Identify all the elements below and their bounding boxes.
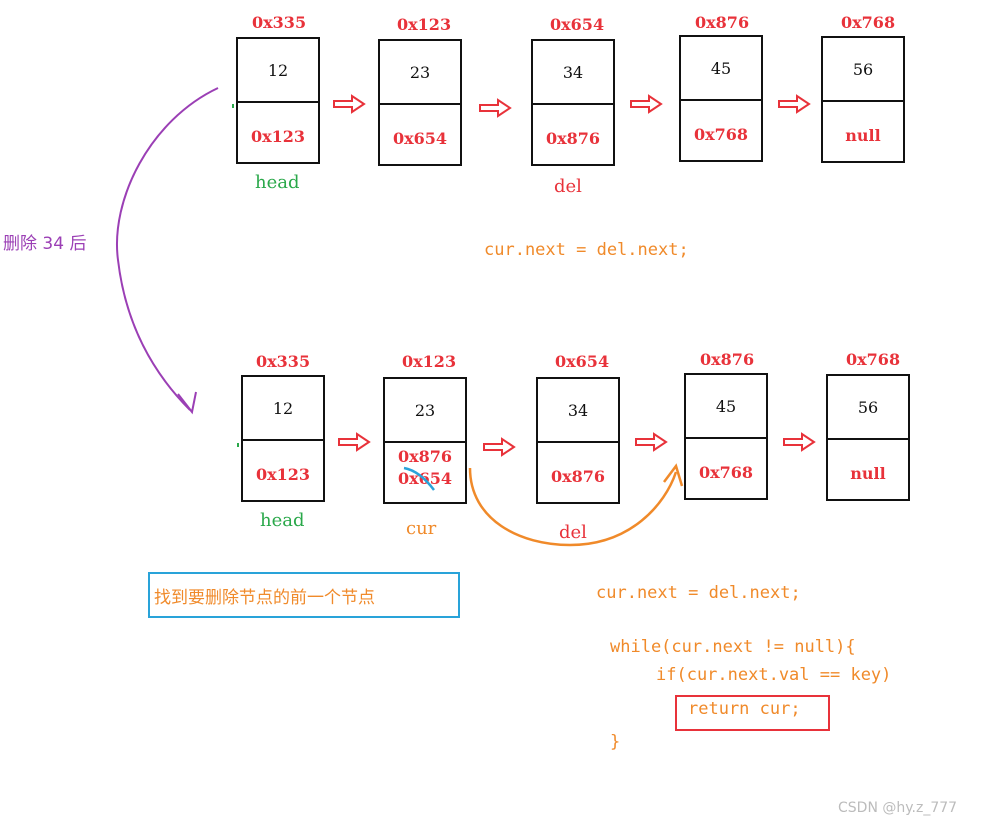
node-next-new: 0x876 — [397, 447, 453, 466]
return-highlight-box — [675, 695, 830, 731]
hollow-arrow-icon — [630, 95, 662, 113]
node-next: 0x876 — [545, 129, 601, 148]
node-next: 0x123 — [250, 127, 306, 146]
hollow-arrow-icon — [479, 99, 511, 117]
list-node: 45 0x768 — [679, 35, 763, 162]
node-value: 56 — [857, 398, 879, 417]
orange-arrowhead-icon — [663, 463, 684, 487]
node-address: 0x123 — [397, 15, 452, 34]
node-value: 45 — [715, 397, 737, 416]
node-address: 0x654 — [550, 15, 605, 34]
head-label: head — [260, 510, 305, 531]
code-statement: cur.next = del.next; — [484, 240, 689, 260]
node-address: 0x335 — [252, 13, 307, 32]
note-box: 找到要删除节点的前一个节点 — [148, 572, 460, 618]
orange-curve-arrow — [468, 467, 678, 547]
node-value: 12 — [267, 61, 289, 80]
node-value: 34 — [567, 401, 589, 420]
note-text: 找到要删除节点的前一个节点 — [154, 587, 375, 608]
hollow-arrow-icon — [338, 433, 370, 451]
list-node: 56 null — [821, 36, 905, 163]
node-next: 0x654 — [392, 129, 448, 148]
node-value: 12 — [272, 399, 294, 418]
node-address: 0x335 — [256, 352, 311, 371]
node-value: 23 — [409, 63, 431, 82]
node-address: 0x876 — [695, 13, 750, 32]
list-node: 45 0x768 — [684, 373, 768, 500]
list-node: 34 0x876 — [536, 377, 620, 504]
node-next: 0x768 — [698, 463, 754, 482]
transition-label: 删除 34 后 — [3, 234, 87, 254]
code-line: while(cur.next != null){ — [610, 637, 856, 657]
hollow-arrow-icon — [778, 95, 810, 113]
cur-label: cur — [406, 518, 437, 539]
strike-mark — [403, 466, 435, 491]
node-address: 0x768 — [841, 13, 896, 32]
purple-curve-arrow — [116, 87, 219, 411]
node-next: 0x876 — [550, 467, 606, 486]
list-node: 12 0x123 — [236, 37, 320, 164]
node-value: 56 — [852, 60, 874, 79]
del-label: del — [559, 522, 587, 543]
node-next: 0x768 — [693, 125, 749, 144]
head-label: head — [255, 172, 300, 193]
node-value: 34 — [562, 63, 584, 82]
code-statement: cur.next = del.next; — [596, 583, 801, 603]
list-node-cur: 23 0x876 0x654 — [383, 377, 467, 504]
del-label: del — [554, 176, 582, 197]
node-next: null — [850, 464, 886, 483]
hollow-arrow-icon — [483, 438, 515, 456]
hollow-arrow-icon — [333, 95, 365, 113]
node-address: 0x123 — [402, 352, 457, 371]
code-line: if(cur.next.val == key) — [656, 665, 892, 685]
hollow-arrow-icon — [635, 433, 667, 451]
node-address: 0x876 — [700, 350, 755, 369]
list-node: 23 0x654 — [378, 39, 462, 166]
code-line: } — [610, 732, 621, 752]
node-value: 45 — [710, 59, 732, 78]
watermark: CSDN @hy.z_777 — [838, 800, 958, 816]
list-node: 34 0x876 — [531, 39, 615, 166]
node-address: 0x768 — [846, 350, 901, 369]
node-address: 0x654 — [555, 352, 610, 371]
purple-arrowhead-icon — [177, 391, 197, 415]
list-node: 12 0x123 — [241, 375, 325, 502]
list-node: 56 null — [826, 374, 910, 501]
node-value: 23 — [414, 401, 436, 420]
node-next: 0x123 — [255, 465, 311, 484]
code-line: return cur; — [688, 699, 801, 719]
node-next: null — [845, 126, 881, 145]
hollow-arrow-icon — [783, 433, 815, 451]
